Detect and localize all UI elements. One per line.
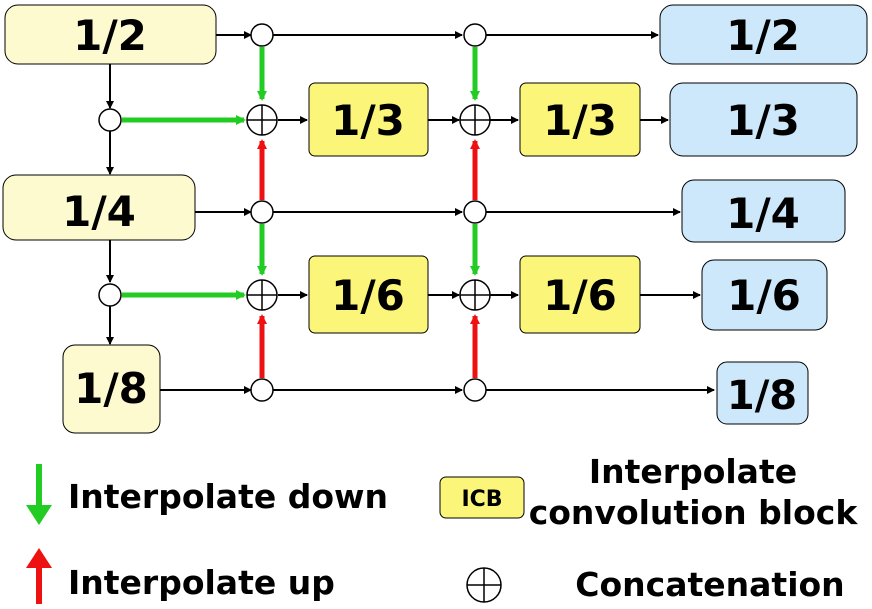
legend-up-arrow-icon [26,548,52,604]
legend-up-label: Interpolate up [68,563,335,602]
output-box-1-4: 1/4 [681,179,846,243]
concat-icon [246,104,278,136]
junctions [98,23,487,402]
input-label-1-2: 1/2 [73,11,147,60]
down-arrows [122,47,480,300]
concat-icon [246,279,278,311]
junction-dot [250,378,274,402]
concat-legend-icon [466,567,502,603]
input-box-1-8: 1/8 [62,344,161,434]
icb-label-1-3-first: 1/3 [331,96,405,145]
legend-icb-line2: convolution block [529,493,859,532]
output-label-1-2: 1/2 [726,11,800,60]
legend-icb-tag: ICB [461,487,502,512]
up-arrows [257,139,480,378]
connectors [106,31,715,394]
legend-down-arrow-icon [26,464,52,525]
junction-dot [463,200,487,224]
icb-label-1-6-first: 1/6 [331,271,405,320]
junction-dot [463,23,487,47]
legend-concat-label: Concatenation [575,565,844,604]
icb-box-1-3-second: 1/3 [519,82,641,157]
output-box-1-6: 1/6 [701,259,828,331]
legend-icb-line1: Interpolate [589,452,797,491]
input-label-1-4: 1/4 [62,187,136,236]
legend-icb-swatch: ICB [439,476,525,519]
legend-down-label: Interpolate down [68,477,388,516]
concat-nodes [246,104,491,311]
output-box-1-8: 1/8 [716,361,809,425]
output-label-1-4: 1/4 [726,189,800,238]
icb-box-1-3-first: 1/3 [308,82,429,157]
icb-box-1-6-first: 1/6 [308,255,429,334]
icb-label-1-3-second: 1/3 [543,96,617,145]
input-box-1-4: 1/4 [2,174,196,241]
concat-icon [459,279,491,311]
legend: Interpolate down Interpolate up ICB Inte… [26,452,858,604]
junction-dot [250,200,274,224]
junction-dot [463,378,487,402]
output-label-1-8: 1/8 [727,373,797,419]
output-label-1-6: 1/6 [727,271,801,320]
concat-icon [459,104,491,136]
junction-dot [98,108,122,132]
output-label-1-3: 1/3 [726,96,800,145]
icb-label-1-6-second: 1/6 [543,271,617,320]
junction-dot [250,23,274,47]
output-box-1-2: 1/2 [659,4,868,65]
icb-box-1-6-second: 1/6 [519,255,641,334]
output-box-1-3: 1/3 [669,82,858,157]
input-box-1-2: 1/2 [4,4,217,65]
junction-dot [98,283,122,307]
input-label-1-8: 1/8 [74,364,148,413]
